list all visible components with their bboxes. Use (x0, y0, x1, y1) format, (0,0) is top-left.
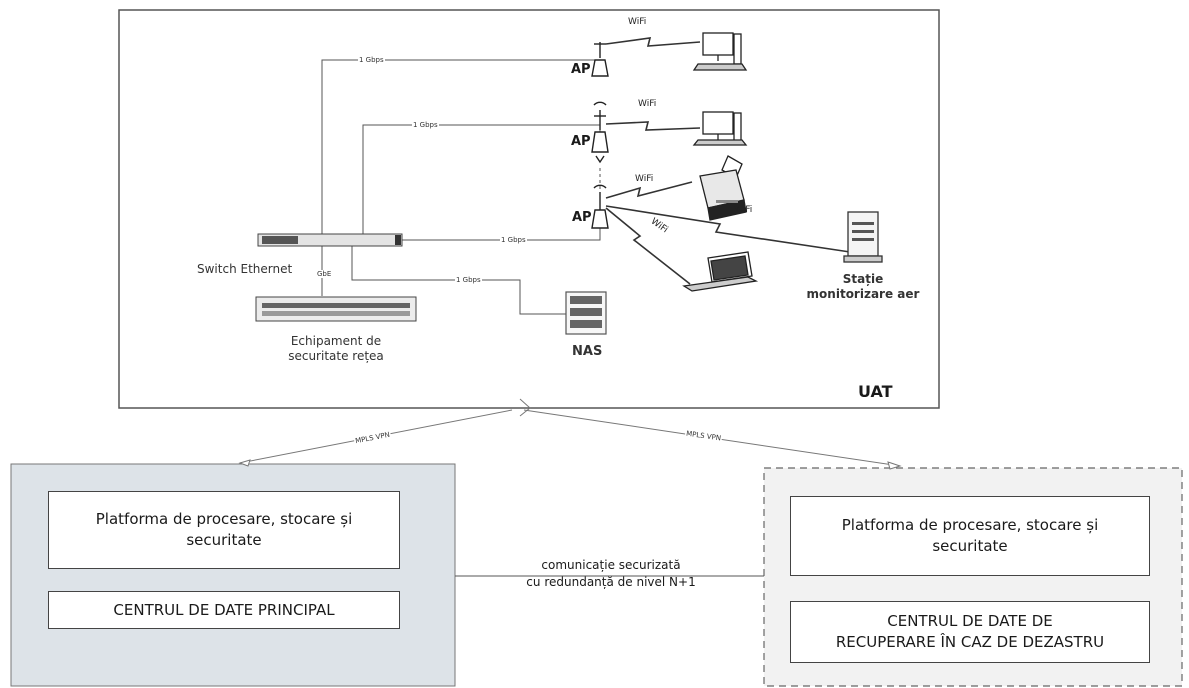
wifi-label: WiFi (638, 99, 657, 109)
platform-text-line: Platforma de procesare, stocare și (95, 510, 353, 528)
nas-label: NAS (572, 344, 603, 359)
uat-label: UAT (858, 382, 893, 401)
wifi-label: WiFi (628, 17, 647, 27)
dr-center-box: CENTRUL DE DATE DE RECUPERARE ÎN CAZ DE … (790, 601, 1150, 663)
printer-icon (699, 155, 747, 221)
dr-platform-box: Platforma de procesare, stocare și secur… (790, 496, 1150, 576)
ap-label: AP (572, 210, 592, 225)
link-speed-label: 1 Gbps (500, 236, 527, 244)
secure-link-label: comunicație securizată cu redundanță de … (466, 557, 756, 591)
ap-icon-3 (591, 184, 609, 229)
vpn-arrow-left (238, 459, 251, 467)
station-label-line: monitorizare aer (806, 287, 920, 301)
secure-link-line: cu redundanță de nivel N+1 (526, 575, 696, 589)
switch-ethernet-label: Switch Ethernet (197, 262, 293, 276)
nas-icon (565, 291, 607, 335)
laptop-icon (682, 251, 759, 292)
air-station-tower-icon (843, 211, 883, 263)
vpn-arrow-right (887, 461, 902, 470)
platform-text-line: securitate (186, 531, 262, 549)
security-label-line: securitate rețea (288, 349, 384, 363)
station-label: Stație monitorizare aer (798, 272, 928, 302)
wifi-label: WiFi (734, 205, 753, 215)
ap-label: AP (571, 62, 591, 77)
platform-text-line: securitate (932, 537, 1008, 555)
primary-platform-box: Platforma de procesare, stocare și secur… (48, 491, 400, 569)
security-appliance-icon (255, 296, 417, 322)
dr-center-text-line: CENTRUL DE DATE DE (887, 612, 1053, 630)
wifi-label: WiFi (635, 174, 654, 184)
platform-text-line: Platforma de procesare, stocare și (841, 516, 1099, 534)
ap-label: AP (571, 134, 591, 149)
uat-frame (118, 9, 940, 409)
ap-icon-1 (591, 42, 609, 77)
desktop-pc-icon-2 (692, 111, 748, 146)
link-speed-label: 1 Gbps (455, 276, 482, 284)
security-label-line: Echipament de (290, 334, 382, 348)
gbe-label: GbE (316, 270, 333, 278)
wifi-links (605, 37, 851, 285)
link-speed-label: 1 Gbps (412, 121, 439, 129)
mpls-vpn-links (239, 398, 901, 467)
dr-center-text-line: RECUPERARE ÎN CAZ DE DEZASTRU (835, 633, 1105, 651)
ethernet-switch-icon (257, 233, 403, 247)
station-label-line: Stație (842, 272, 884, 286)
desktop-pc-icon-1 (692, 32, 748, 71)
security-equipment-label: Echipament de securitate rețea (256, 334, 416, 364)
primary-center-box: CENTRUL DE DATE PRINCIPAL (48, 591, 400, 629)
ap-icon-2 (591, 101, 609, 164)
link-speed-label: 1 Gbps (358, 56, 385, 64)
secure-link-line: comunicație securizată (541, 558, 681, 572)
